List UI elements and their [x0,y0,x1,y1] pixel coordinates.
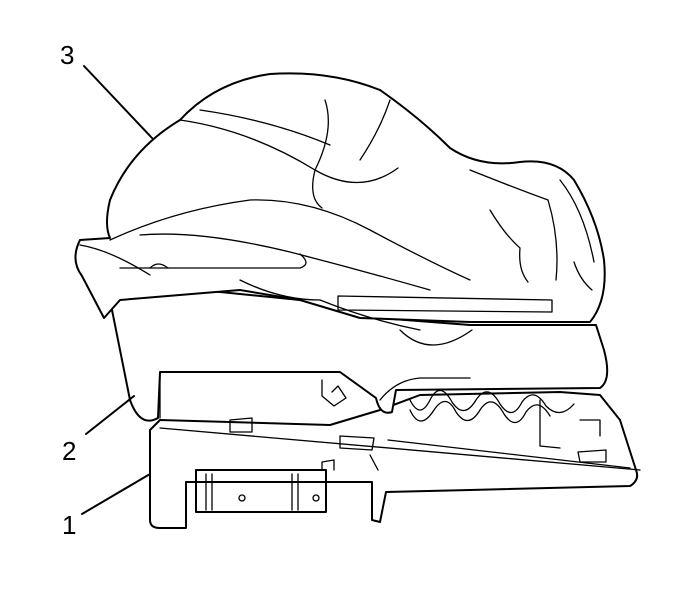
seat-frame-part [149,389,641,529]
callout-1-label: 1 [62,510,76,540]
callout-2-leader [85,395,135,435]
side-trim-panel-part [109,289,609,422]
seat-cushion-part [74,72,606,331]
callout-1-leader [81,473,151,515]
callout-3-label: 3 [60,40,74,70]
callout-2-label: 2 [62,436,76,466]
callout-3-leader [83,65,153,139]
